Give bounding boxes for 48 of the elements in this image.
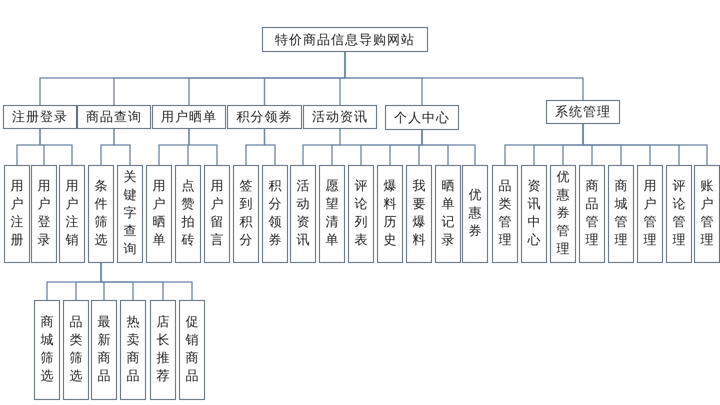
module-box: 资讯中心	[521, 165, 547, 263]
module-box: 评论管理	[666, 165, 692, 263]
module-box: 用户管理	[637, 165, 663, 263]
module-box: 用户注册	[4, 165, 30, 263]
module-box: 签到积分	[233, 165, 259, 263]
module-box: 用户晒单	[152, 105, 226, 129]
module-box: 条件筛选	[88, 165, 114, 263]
module-box: 爆料历史	[377, 165, 403, 263]
module-box: 点赞拍砖	[175, 165, 201, 263]
module-box: 优惠券管理	[550, 165, 576, 263]
connector-line	[302, 129, 341, 165]
module-box: 商品查询	[77, 105, 151, 129]
module-box: 账户管理	[694, 165, 720, 263]
module-box: 用户登录	[31, 165, 57, 263]
module-box: 品类筛选	[63, 300, 89, 400]
module-box: 店长推荐	[150, 300, 176, 400]
module-box: 商城筛选	[34, 300, 60, 400]
connector-line	[421, 130, 476, 165]
module-box: 促销商品	[179, 300, 205, 400]
module-box: 愿望清单	[319, 165, 345, 263]
module-box: 评论列表	[348, 165, 374, 263]
connector-line	[100, 263, 193, 300]
module-box: 系统管理	[546, 100, 620, 124]
module-box: 注册登录	[3, 105, 77, 129]
module-box: 用户晒单	[146, 165, 172, 263]
module-box: 积分领券	[227, 105, 302, 129]
module-box: 商品管理	[579, 165, 605, 263]
module-box: 品类管理	[492, 165, 518, 263]
connector-line	[39, 129, 73, 165]
module-box: 优惠券	[462, 165, 488, 263]
module-box: 关键字查询	[117, 165, 143, 263]
connector-line	[188, 129, 218, 165]
connector-line	[582, 124, 708, 165]
connector-line	[264, 129, 276, 165]
module-box: 热卖商品	[120, 300, 146, 400]
module-box: 用户留言	[204, 165, 230, 263]
connector-line	[344, 52, 584, 100]
module-box: 我要爆料	[406, 165, 432, 263]
module-box: 特价商品信息导购网站	[262, 27, 428, 52]
module-box: 个人中心	[385, 105, 459, 130]
module-box: 用户注销	[59, 165, 85, 263]
connector-line	[113, 129, 131, 165]
module-box: 商城管理	[608, 165, 634, 263]
module-box: 活动资讯	[290, 165, 316, 263]
module-box: 晒单记录	[435, 165, 461, 263]
module-box: 最新商品	[91, 300, 117, 400]
module-box: 积分领券	[262, 165, 288, 263]
module-box: 活动资讯	[303, 105, 377, 129]
